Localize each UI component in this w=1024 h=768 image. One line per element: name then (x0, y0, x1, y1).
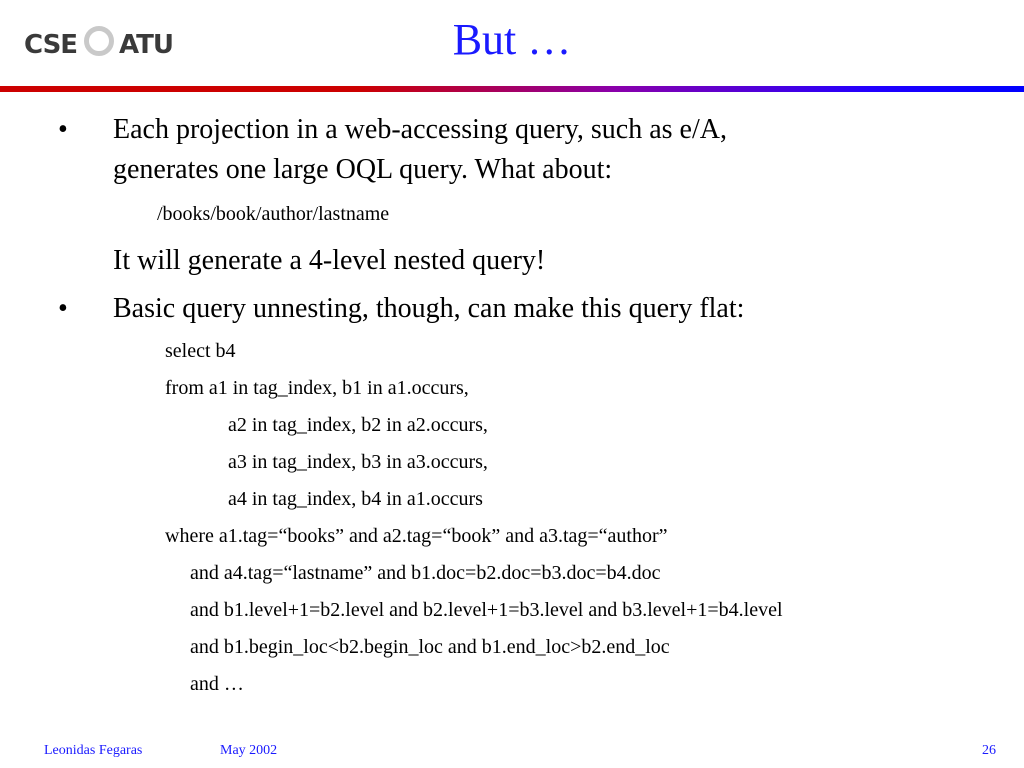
logo-ring-icon (84, 26, 114, 56)
query-line-select: select b4 (165, 340, 236, 362)
footer-date: May 2002 (220, 743, 278, 758)
cse-uta-logo: CSE UTA (24, 24, 174, 68)
query-line-and-3: and b1.begin_loc<b2.begin_loc and b1.end… (190, 636, 670, 658)
bullet-2-line-1: Basic query unnesting, though, can make … (113, 293, 745, 324)
query-line-and-2: and b1.level+1=b2.level and b2.level+1=b… (190, 599, 783, 621)
bullet-1: • (58, 114, 68, 145)
query-line-from-a4: a4 in tag_index, b4 in a1.occurs (228, 488, 483, 510)
query-line-and-4: and … (190, 673, 244, 695)
query-line-from-a2: a2 in tag_index, b2 in a2.occurs, (228, 414, 488, 436)
logo-text-cse: CSE (24, 30, 78, 60)
query-line-and-1: and a4.tag=“lastname” and b1.doc=b2.doc=… (190, 562, 661, 584)
title-divider (0, 86, 1024, 92)
slide-title: But … (452, 15, 572, 64)
xpath-example: /books/book/author/lastname (157, 203, 390, 225)
query-line-from: from a1 in tag_index, b1 in a1.occurs, (165, 377, 469, 399)
query-line-where: where a1.tag=“books” and a2.tag=“book” a… (165, 525, 668, 547)
nested-query-note: It will generate a 4-level nested query! (113, 245, 546, 276)
bullet-1-line-2: generates one large OQL query. What abou… (113, 154, 613, 185)
bullet-2: • (58, 293, 68, 324)
footer-author: Leonidas Fegaras (44, 743, 143, 758)
footer-page-number: 26 (982, 743, 996, 758)
query-line-from-a3: a3 in tag_index, b3 in a3.occurs, (228, 451, 488, 473)
bullet-1-line-1: Each projection in a web-accessing query… (113, 114, 727, 145)
